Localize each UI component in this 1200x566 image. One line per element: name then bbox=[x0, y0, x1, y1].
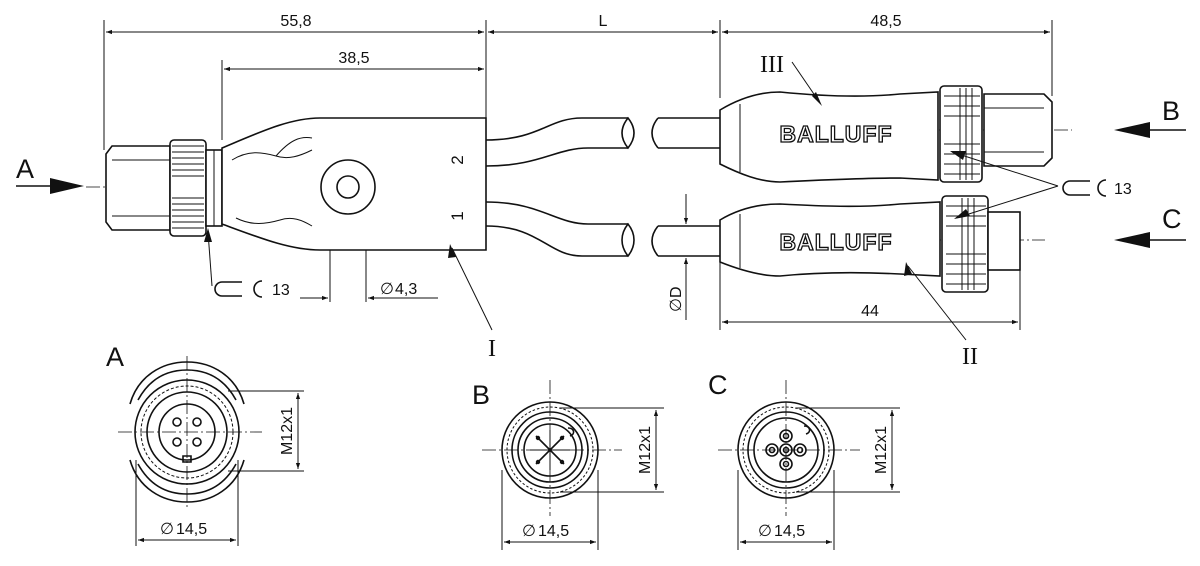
dimension-cable-length-value: L bbox=[599, 13, 608, 30]
male-connector-m12 bbox=[105, 139, 223, 237]
part-iii-callout: III bbox=[760, 52, 822, 106]
view-arrow-b-letter: B bbox=[1162, 96, 1180, 126]
face-b-diameter-symbol: ∅ bbox=[522, 523, 536, 540]
view-arrow-c-letter: C bbox=[1162, 204, 1182, 234]
cable-diameter-symbol: ∅ bbox=[668, 298, 685, 312]
view-c-title: C bbox=[708, 370, 728, 400]
dimension-housing-width-value: 38,5 bbox=[338, 50, 369, 67]
face-view-c: C M12x1 ∅ 14,5 bbox=[708, 370, 900, 550]
dimension-cable-length: L bbox=[488, 13, 718, 35]
wrench-icon-right: 13 bbox=[950, 151, 1132, 219]
port-2-label: 2 bbox=[448, 155, 467, 164]
thread-a-value: M12x1 bbox=[279, 407, 296, 455]
splitter-housing: 2 1 bbox=[221, 117, 487, 251]
hole-diameter-symbol: ∅ bbox=[380, 281, 394, 298]
wrench-size-right: 13 bbox=[1114, 181, 1132, 198]
dimension-overall-right-value: 48,5 bbox=[870, 13, 901, 30]
wrench-size-left: 13 bbox=[272, 282, 290, 299]
female-length-value: 44 bbox=[861, 303, 879, 320]
face-b-diameter-value: 14,5 bbox=[538, 523, 569, 540]
face-view-a: A M12x1 ∅ 14,5 bbox=[106, 342, 304, 546]
view-b-title: B bbox=[472, 380, 490, 410]
view-arrow-a-letter: A bbox=[16, 154, 34, 184]
dimension-female-length: 44 bbox=[722, 303, 1018, 325]
view-arrow-b: B bbox=[1114, 96, 1186, 138]
dimension-housing-width: 38,5 bbox=[224, 50, 484, 72]
part-iii-label: III bbox=[760, 52, 784, 78]
wrench-icon-left: 13 bbox=[204, 228, 290, 299]
thread-c-value: M12x1 bbox=[873, 426, 890, 474]
cable-diameter-value: D bbox=[668, 286, 685, 298]
logo-balluff-upper: BALLUFF bbox=[779, 121, 892, 147]
dimension-hole-diameter: ∅ 4,3 bbox=[300, 281, 438, 301]
cables bbox=[485, 116, 720, 258]
hole-diameter-value: 4,3 bbox=[395, 281, 417, 298]
female-connector-branch-ii: BALLUFF bbox=[719, 195, 1021, 293]
face-view-b: B M12x1 ∅ 14,5 bbox=[472, 380, 664, 550]
part-ii-callout: II bbox=[904, 262, 978, 370]
face-a-diameter-symbol: ∅ bbox=[160, 521, 174, 538]
dimension-overall-right: 48,5 bbox=[722, 13, 1050, 35]
dimension-overall-left: 55,8 bbox=[106, 13, 484, 35]
thread-b-value: M12x1 bbox=[637, 426, 654, 474]
view-arrow-a: A bbox=[16, 154, 84, 194]
logo-balluff-lower: BALLUFF bbox=[779, 229, 892, 255]
view-arrow-c: C bbox=[1114, 204, 1186, 248]
knurl-lines-left bbox=[172, 145, 204, 229]
knurl-lines-upper bbox=[944, 88, 980, 180]
dimension-cable-diameter: ∅ D bbox=[664, 194, 690, 320]
view-a-title: A bbox=[106, 342, 124, 372]
male-connector-branch-iii: BALLUFF bbox=[719, 85, 1053, 183]
face-c-diameter-value: 14,5 bbox=[774, 523, 805, 540]
dimension-overall-left-value: 55,8 bbox=[280, 13, 311, 30]
part-ii-label: II bbox=[962, 344, 978, 370]
face-a-diameter-value: 14,5 bbox=[176, 521, 207, 538]
port-1-label: 1 bbox=[448, 211, 467, 220]
part-i-callout: I bbox=[448, 244, 496, 362]
knurl-lines-lower bbox=[946, 198, 986, 290]
part-i-label: I bbox=[488, 336, 496, 362]
face-c-diameter-symbol: ∅ bbox=[758, 523, 772, 540]
